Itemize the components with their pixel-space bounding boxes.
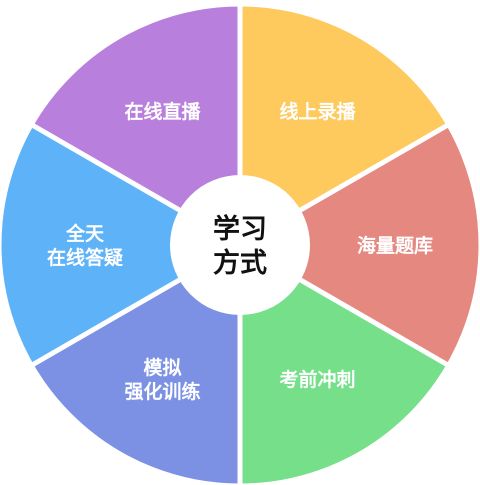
segment-label-line: 强化训练	[124, 380, 200, 403]
segment-label-online-recorded: 线上录播	[279, 100, 356, 123]
segment-label-line: 考前冲刺	[279, 368, 355, 391]
segment-label-line: 在线直播	[124, 100, 201, 123]
segment-online-recorded	[240, 5, 448, 245]
segment-label-online-live: 在线直播	[124, 100, 201, 123]
center-title-line: 学习	[213, 213, 267, 245]
segment-all-day-qa	[0, 125, 240, 365]
wheel-outline	[0, 3, 480, 485]
center-title: 学习方式	[213, 213, 267, 279]
center-circle	[170, 175, 310, 315]
segment-online-live	[32, 4, 241, 246]
segment-label-line: 全天	[65, 222, 105, 245]
segment-label-line: 线上录播	[279, 100, 356, 123]
center-title-line: 方式	[213, 247, 267, 279]
segment-label-exam-sprint: 考前冲刺	[279, 368, 355, 391]
segment-question-bank	[240, 125, 480, 365]
segment-label-line: 模拟	[143, 356, 181, 379]
segment-label-all-day-qa: 全天在线答疑	[47, 222, 123, 269]
segment-label-line: 在线答疑	[47, 246, 123, 269]
segment-label-mock-training: 模拟强化训练	[124, 356, 200, 403]
center-label: 学习方式	[213, 213, 267, 279]
segment-exam-sprint	[240, 245, 448, 485]
segment-mock-training	[32, 245, 241, 485]
segment-label-line: 海量题库	[357, 234, 433, 257]
segment-label-question-bank: 海量题库	[357, 234, 433, 257]
